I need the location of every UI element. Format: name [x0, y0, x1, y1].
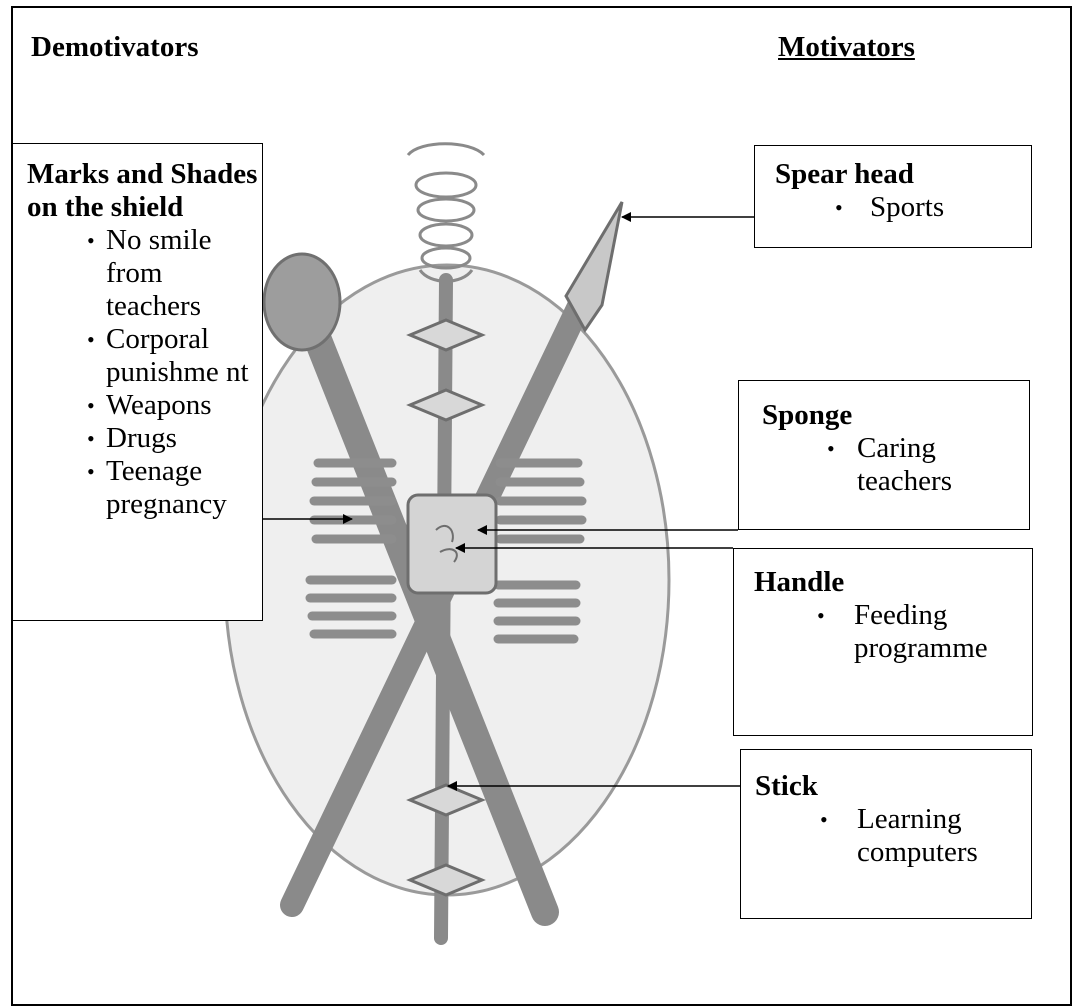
list-item: •Sports: [775, 191, 1031, 224]
motivators-heading: Motivators: [778, 33, 915, 62]
list-item: •No smile from teachers: [27, 224, 262, 323]
label-box-list: •Caring teachers: [762, 432, 1029, 498]
shield-top-ornament: [408, 144, 484, 282]
label-box-marks: Marks and Shades on the shield •No smile…: [12, 143, 263, 621]
label-box-stick: Stick •Learning computers: [740, 749, 1032, 919]
bullet-icon: •: [87, 323, 95, 356]
label-box-title: Handle: [754, 566, 1032, 599]
bullet-icon: •: [87, 224, 95, 257]
list-item: •Learning computers: [755, 803, 1031, 869]
bullet-icon: •: [820, 803, 828, 836]
label-box-list: •Learning computers: [755, 803, 1031, 869]
label-box-list: •Feeding programme: [754, 599, 1032, 665]
bullet-icon: •: [87, 455, 95, 488]
bullet-icon: •: [87, 389, 95, 422]
list-item: •Weapons: [27, 389, 262, 422]
demotivators-heading: Demotivators: [31, 33, 199, 62]
bullet-icon: •: [835, 191, 843, 224]
list-item: •Caring teachers: [762, 432, 1029, 498]
list-item: •Corporal punishme nt: [27, 323, 262, 389]
label-box-title: Marks and Shades on the shield: [27, 158, 262, 224]
shield-handle: [408, 495, 496, 593]
list-item: •Drugs: [27, 422, 262, 455]
bullet-icon: •: [87, 422, 95, 455]
label-box-title: Stick: [755, 770, 1031, 803]
bullet-icon: •: [827, 432, 835, 465]
label-box-title: Sponge: [762, 399, 1029, 432]
label-box-handle: Handle •Feeding programme: [733, 548, 1033, 736]
list-item: •Teenage pregnancy: [27, 455, 262, 521]
label-box-list: •No smile from teachers •Corporal punish…: [27, 224, 262, 521]
bullet-icon: •: [817, 599, 825, 632]
label-box-title: Spear head: [775, 158, 1031, 191]
label-box-sponge: Sponge •Caring teachers: [738, 380, 1030, 530]
list-item: •Feeding programme: [754, 599, 1032, 665]
label-box-list: •Sports: [775, 191, 1031, 224]
label-box-spear-head: Spear head •Sports: [754, 145, 1032, 248]
